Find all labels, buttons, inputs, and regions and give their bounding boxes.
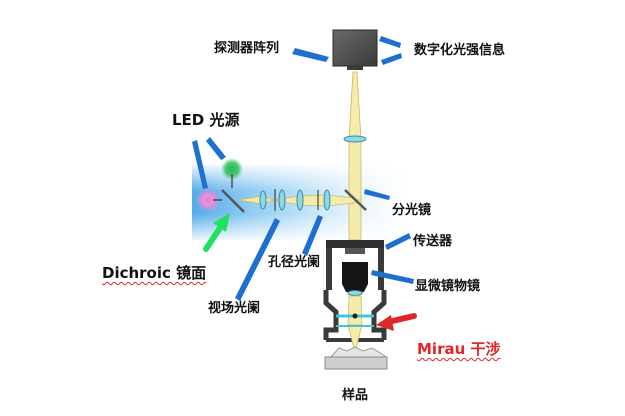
vertical-light-path — [348, 71, 362, 241]
arrow-field-stop — [235, 218, 280, 301]
arrow-led-pink — [192, 140, 208, 189]
detector-array-label: 探测器阵列 — [214, 41, 280, 56]
field-stop-label: 视场光阑 — [208, 301, 261, 316]
led-sources — [196, 158, 243, 212]
arrow-aperture-stop — [302, 215, 323, 256]
arrow-transmitter — [385, 233, 411, 250]
arrow-objective — [371, 270, 414, 284]
led-source-label: LED 光源 — [172, 111, 240, 129]
aperture-stop-label: 孔径光阑 — [268, 255, 321, 270]
label-arrows — [192, 36, 414, 301]
mirau-interferometer-label: Mirau 干涉 — [417, 340, 501, 358]
sample-stage — [324, 346, 388, 370]
arrow-digital-info-up — [379, 36, 401, 48]
microscope-body — [323, 240, 387, 342]
microscope-objective-label: 显微镜物镜 — [415, 279, 481, 294]
arrow-digital-info-down — [381, 53, 402, 65]
digital-intensity-label: 数字化光强信息 — [414, 43, 506, 58]
detector-array-block — [332, 29, 378, 70]
transmitter-label: 传送器 — [413, 234, 453, 249]
beam-splitter-plate — [344, 189, 367, 211]
dichroic-mirror-label: Dichroic 镜面 — [102, 264, 207, 282]
mirau-optics — [336, 295, 374, 354]
sample-label: 样品 — [342, 388, 369, 403]
horizontal-optics — [259, 189, 331, 211]
beam-splitter-label: 分光镜 — [392, 203, 432, 218]
arrow-beam-splitter — [364, 189, 390, 200]
arrow-led-green — [206, 137, 226, 160]
arrow-detector-array — [292, 48, 329, 62]
dichroic-mirror-plate — [221, 189, 245, 213]
mirau-pointer-arrow — [376, 313, 417, 331]
tube-lens — [343, 135, 367, 143]
dichroic-pointer-arrow — [203, 213, 230, 252]
